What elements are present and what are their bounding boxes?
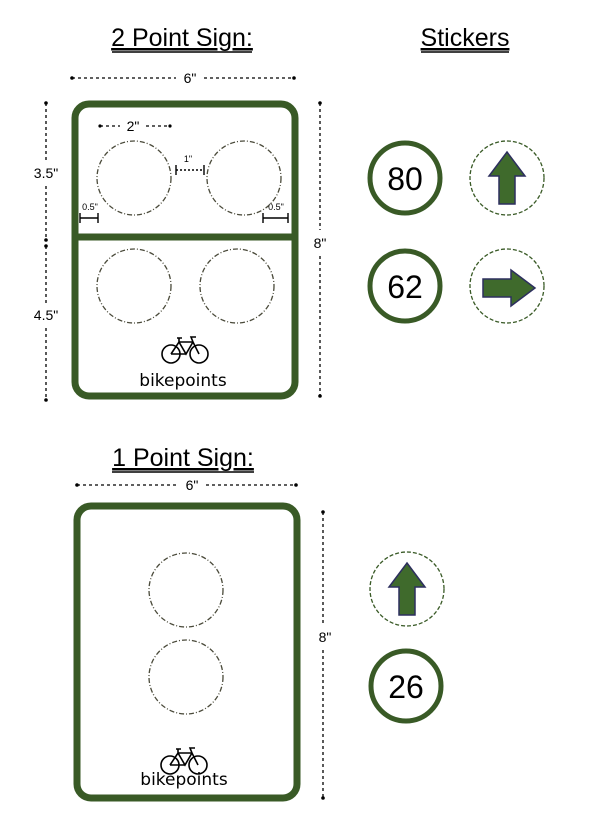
one-point-width-label: 6" [186,477,199,493]
arrow-up-icon [487,150,527,205]
one-point-brand: bikepoints [140,770,228,790]
circle-gap-label: 1" [184,154,192,164]
sticker-number-62: 62 [367,248,443,324]
sticker-number-80: 80 [367,140,443,216]
two-point-width-dimension: 6" [70,70,296,86]
sticker-arrow-right [469,248,545,324]
two-point-brand: bikepoints [139,371,227,391]
sticker-label: 62 [387,269,423,305]
sticker-arrow-up [369,551,445,627]
sticker-slot [206,140,282,216]
two-point-top-height-label: 3.5" [34,165,58,181]
circle-gap-dimension: 1" [175,154,205,175]
sticker-slot [199,248,275,324]
right-margin-dimension: 0.5" [262,202,289,223]
one-point-title: 1 Point Sign: [112,444,254,472]
sticker-arrow-up [469,140,545,216]
left-margin-label: 0.5" [82,202,98,212]
one-point-width-dimension: 6" [75,477,298,493]
two-point-height-label: 8" [314,235,327,251]
sticker-slot [148,639,224,715]
circle-diameter-dimension: 2" [98,118,172,134]
arrow-right-icon [482,268,537,308]
left-margin-dimension: 0.5" [79,202,99,223]
sticker-slot [96,248,172,324]
one-point-sign-frame [73,502,301,802]
two-point-width-label: 6" [184,70,197,86]
two-point-top-height-dimension: 3.5" [34,101,58,242]
one-point-height-label: 8" [319,629,332,645]
sticker-slot [148,552,224,628]
sticker-label: 80 [387,161,423,197]
one-point-height-dimension: 8" [319,510,332,800]
stickers-title: Stickers [421,24,510,52]
circle-diameter-label: 2" [127,118,140,134]
sticker-label: 26 [388,669,424,705]
two-point-title: 2 Point Sign: [111,24,253,52]
two-point-total-height-dimension: 8" [314,101,327,398]
arrow-up-icon [387,561,427,616]
sticker-slot [96,140,172,216]
two-point-bottom-height-dimension: 4.5" [34,244,58,402]
right-margin-label: 0.5" [268,202,284,212]
two-point-bottom-height-label: 4.5" [34,307,58,323]
sticker-number-26: 26 [368,648,444,724]
